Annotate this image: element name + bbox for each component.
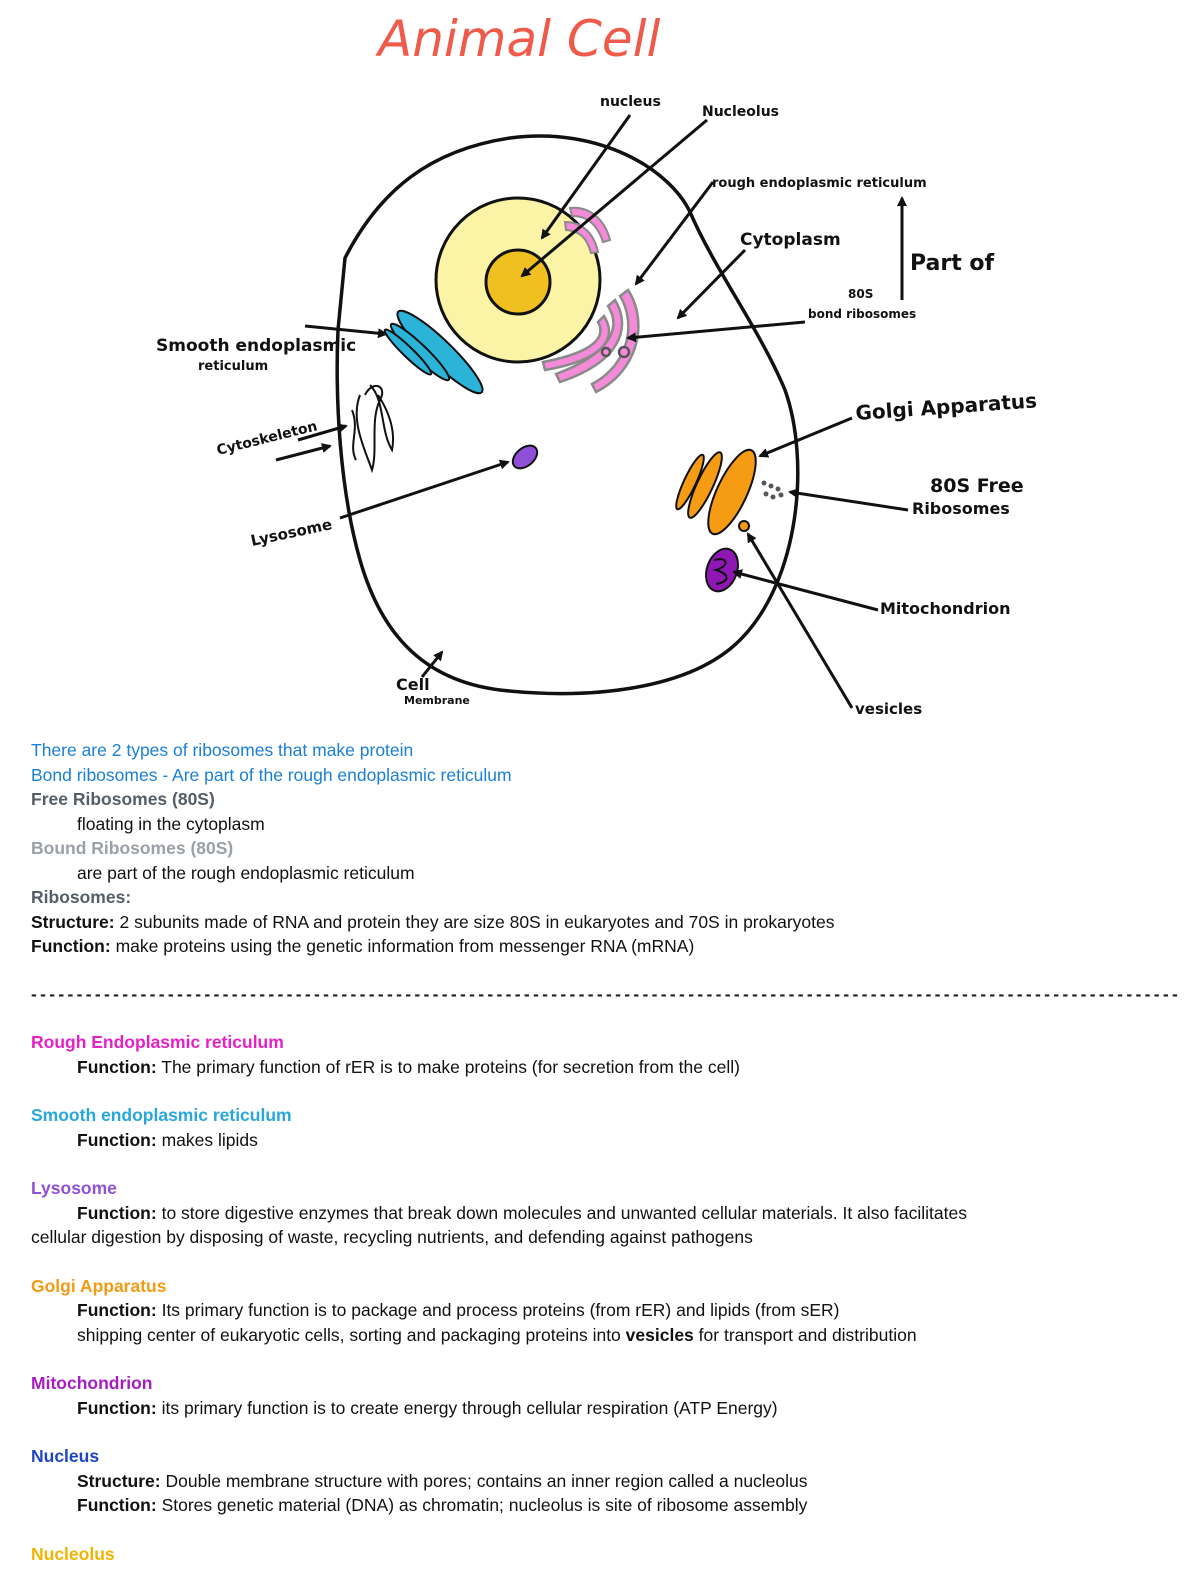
nucleus-structure: Structure: Double membrane structure wit… — [77, 1470, 808, 1491]
rough-er-title: Rough Endoplasmic reticulum — [31, 1032, 284, 1052]
golgi-function-cont: shipping center of eukaryotic cells, sor… — [77, 1324, 917, 1345]
cytoskeleton — [351, 384, 394, 474]
free-ribosomes-dots — [761, 480, 784, 500]
free-ribosomes-title: Free Ribosomes (80S) — [31, 789, 215, 809]
label-golgi: Golgi Apparatus — [855, 388, 1038, 425]
label-vesicles: vesicles — [855, 700, 922, 718]
label-nucleus: nucleus — [600, 94, 661, 110]
rough-er — [541, 288, 640, 394]
bound-ribosomes-desc: are part of the rough endoplasmic reticu… — [77, 862, 415, 883]
lysosome-title: Lysosome — [31, 1178, 117, 1198]
lysosome-function-cont: cellular digestion by disposing of waste… — [31, 1227, 753, 1247]
label-bound-ribosomes-size: 80S — [848, 287, 873, 301]
label-arrows — [275, 114, 909, 709]
label-mitochondrion: Mitochondrion — [880, 599, 1011, 618]
label-rough-er: rough endoplasmic reticulum — [712, 176, 927, 191]
notes-section: There are 2 types of ribosomes that make… — [31, 738, 1181, 1566]
golgi-title: Golgi Apparatus — [31, 1275, 167, 1296]
bound-ribosomes-title: Bound Ribosomes (80S) — [31, 838, 234, 858]
ribosomes-structure: Structure: 2 subunits made of RNA and pr… — [31, 911, 835, 932]
label-cell-membrane-1: Cell — [396, 675, 430, 694]
cell-membrane — [335, 134, 800, 696]
rough-er-function: Function: The primary function of rER is… — [77, 1056, 740, 1077]
label-nucleolus: Nucleolus — [702, 104, 779, 120]
label-cell-membrane-2: Membrane — [404, 694, 470, 707]
mitochondrion-function: Function: its primary function is to cre… — [77, 1397, 778, 1418]
nucleus-title: Nucleus — [31, 1446, 100, 1466]
free-ribosomes-desc: floating in the cytoplasm — [77, 813, 265, 834]
lysosome-function: Function: to store digestive enzymes tha… — [77, 1202, 967, 1223]
ribosomes-title: Ribosomes: — [31, 887, 132, 907]
animal-cell-diagram: Animal Cell — [156, 10, 1038, 718]
golgi-function: Function: Its primary function is to pac… — [77, 1300, 840, 1320]
section-divider: ----------------------------------------… — [31, 983, 1181, 1004]
label-bound-ribosomes: bond ribosomes — [808, 307, 916, 321]
nucleus — [434, 196, 602, 364]
label-free-ribosomes-2: Ribosomes — [912, 499, 1010, 518]
golgi-apparatus — [675, 448, 757, 536]
lysosome — [511, 444, 539, 470]
label-lysosome: Lysosome — [249, 515, 334, 550]
mitochondrion-title: Mitochondrion — [31, 1373, 153, 1393]
nucleolus-title: Nucleolus — [31, 1543, 115, 1564]
ribosomes-function: Function: make proteins using the geneti… — [31, 936, 695, 956]
nucleus-function: Function: Stores genetic material (DNA) … — [77, 1495, 808, 1515]
mitochondrion — [705, 547, 739, 593]
vesicle — [738, 520, 750, 532]
label-smooth-er-1: Smooth endoplasmic — [156, 336, 356, 356]
intro-line-2: Bond ribosomes - Are part of the rough e… — [31, 764, 512, 785]
smooth-er-title: Smooth endoplasmic reticulum — [31, 1105, 292, 1125]
intro-line-1: There are 2 types of ribosomes that make… — [31, 740, 414, 760]
label-cytoplasm: Cytoplasm — [740, 230, 841, 250]
diagram-title: Animal Cell — [375, 10, 660, 68]
label-part-of: Part of — [910, 251, 995, 276]
label-smooth-er-2: reticulum — [198, 359, 268, 374]
label-free-ribosomes-1: 80S Free — [930, 475, 1024, 497]
smooth-er-function: Function: makes lipids — [77, 1129, 258, 1150]
